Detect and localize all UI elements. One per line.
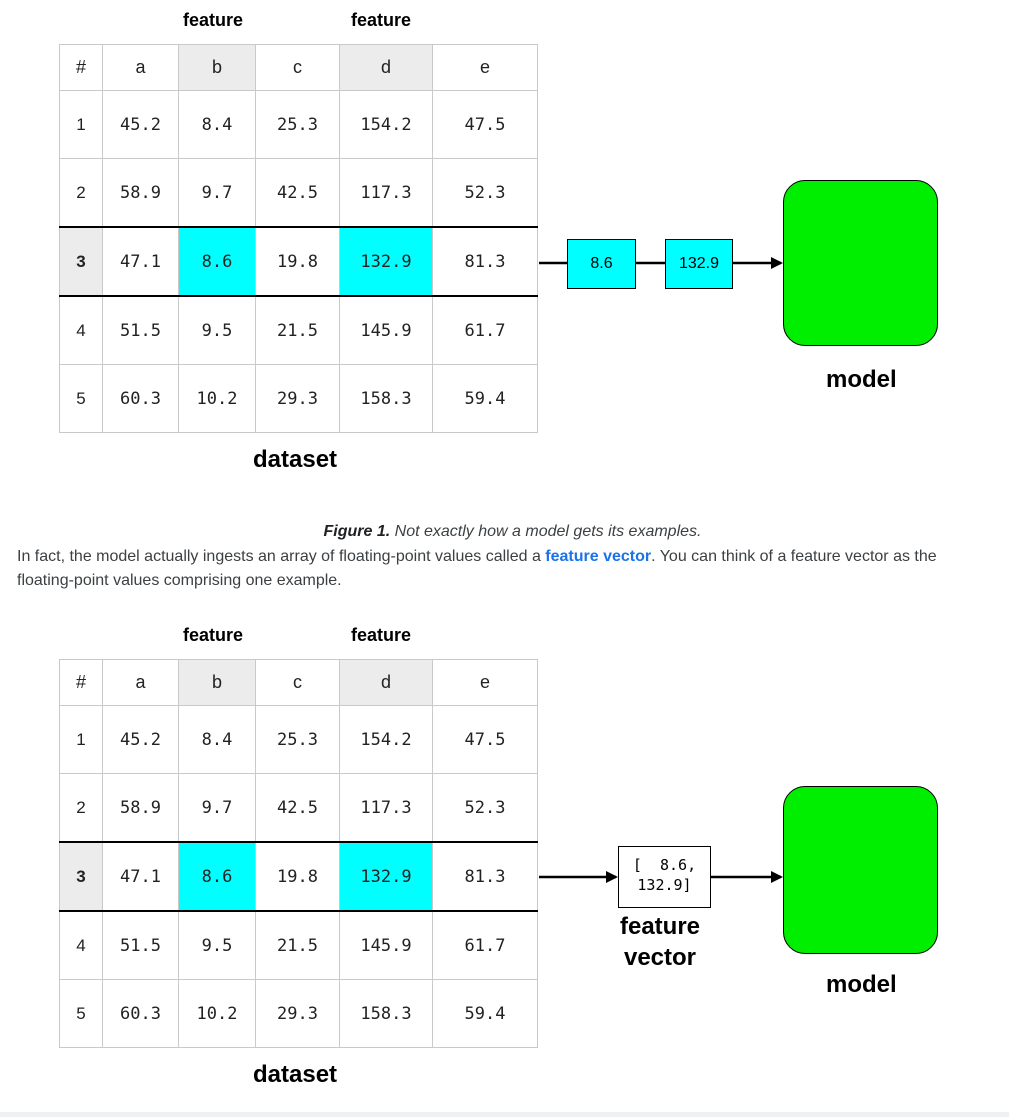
- cell: 158.3: [339, 979, 433, 1048]
- cell: 10.2: [178, 364, 256, 433]
- value-box-d: 132.9: [665, 239, 733, 289]
- diagram-model-input-values: feature feature # a b c d e 1 45.2 8.4 2…: [0, 0, 1009, 473]
- table-header-row: # a b c d e: [59, 659, 538, 706]
- row-index: 3: [59, 226, 103, 297]
- cell: 47.1: [102, 841, 179, 912]
- feature-vector-box: [ 8.6, 132.9]: [618, 846, 711, 908]
- header-b: b: [178, 659, 256, 706]
- cell: 29.3: [255, 364, 340, 433]
- cell: 59.4: [432, 364, 538, 433]
- cell: 47.1: [102, 226, 179, 297]
- cell: 19.8: [255, 226, 340, 297]
- table-row: 1 45.2 8.4 25.3 154.2 47.5: [59, 705, 538, 774]
- cell: 117.3: [339, 158, 433, 228]
- dataset-label: dataset: [253, 446, 338, 473]
- cell: 81.3: [432, 841, 538, 912]
- row-index: 4: [59, 910, 103, 980]
- figure-number: Figure 1.: [323, 523, 391, 540]
- cell: 21.5: [255, 910, 340, 980]
- cell: 52.3: [432, 158, 538, 228]
- dataset-table: # a b c d e 1 45.2 8.4 25.3 154.2 47.5 2…: [59, 659, 538, 1048]
- cell: 51.5: [102, 295, 179, 365]
- table-row: 4 51.5 9.5 21.5 145.9 61.7: [59, 910, 538, 980]
- cell: 9.5: [178, 910, 256, 980]
- model-label: model: [826, 366, 897, 393]
- model-label: model: [826, 971, 897, 998]
- highlighted-cell: 132.9: [339, 841, 433, 912]
- model-box: [783, 786, 938, 954]
- cell: 47.5: [432, 90, 538, 159]
- cell: 45.2: [102, 90, 179, 159]
- cell: 45.2: [102, 705, 179, 774]
- highlighted-cell: 132.9: [339, 226, 433, 297]
- value-box-b: 8.6: [567, 239, 636, 289]
- cell: 51.5: [102, 910, 179, 980]
- model-box: [783, 180, 938, 346]
- cell: 29.3: [255, 979, 340, 1048]
- cell: 47.5: [432, 705, 538, 774]
- cell: 81.3: [432, 226, 538, 297]
- header-a: a: [102, 659, 179, 706]
- header-index: #: [59, 44, 103, 91]
- cell: 154.2: [339, 90, 433, 159]
- cell: 21.5: [255, 295, 340, 365]
- row-index: 5: [59, 979, 103, 1048]
- row-index: 4: [59, 295, 103, 365]
- header-c: c: [255, 659, 340, 706]
- row-index: 3: [59, 841, 103, 912]
- cell: 19.8: [255, 841, 340, 912]
- cell: 158.3: [339, 364, 433, 433]
- figure-caption-text: Not exactly how a model gets its example…: [390, 523, 702, 540]
- header-a: a: [102, 44, 179, 91]
- selected-row: 3 47.1 8.6 19.8 132.9 81.3: [59, 226, 538, 297]
- selected-row: 3 47.1 8.6 19.8 132.9 81.3: [59, 841, 538, 912]
- table-header-row: # a b c d e: [59, 44, 538, 91]
- feature-label-b: feature: [183, 625, 244, 645]
- diagram-feature-vector: feature feature # a b c d e 1 45.2 8.4 2…: [0, 615, 1009, 1088]
- page-bottom-divider: [0, 1112, 1009, 1117]
- body-paragraph: In fact, the model actually ingests an a…: [17, 545, 997, 593]
- table-row: 5 60.3 10.2 29.3 158.3 59.4: [59, 364, 538, 433]
- header-c: c: [255, 44, 340, 91]
- connector-arrows: [539, 871, 783, 883]
- header-d: d: [339, 659, 433, 706]
- paragraph-text: . You can think of a feature vector as t…: [17, 548, 937, 589]
- dataset-table: # a b c d e 1 45.2 8.4 25.3 154.2 47.5 2…: [59, 44, 538, 433]
- table-row: 1 45.2 8.4 25.3 154.2 47.5: [59, 90, 538, 159]
- cell: 42.5: [255, 158, 340, 228]
- cell: 61.7: [432, 295, 538, 365]
- table-row: 5 60.3 10.2 29.3 158.3 59.4: [59, 979, 538, 1048]
- table-row: 2 58.9 9.7 42.5 117.3 52.3: [59, 773, 538, 843]
- cell: 117.3: [339, 773, 433, 843]
- cell: 25.3: [255, 90, 340, 159]
- highlighted-cell: 8.6: [178, 226, 256, 297]
- feature-label-d: feature: [351, 625, 412, 645]
- feature-vector-label: feature vector: [619, 913, 701, 971]
- cell: 25.3: [255, 705, 340, 774]
- header-index: #: [59, 659, 103, 706]
- table-row: 4 51.5 9.5 21.5 145.9 61.7: [59, 295, 538, 365]
- row-index: 1: [59, 705, 103, 774]
- cell: 60.3: [102, 979, 179, 1048]
- cell: 61.7: [432, 910, 538, 980]
- paragraph-text: In fact, the model actually ingests an a…: [17, 548, 546, 565]
- figure-caption: Figure 1. Not exactly how a model gets i…: [0, 523, 1009, 541]
- feature-label-d: feature: [351, 10, 412, 30]
- header-e: e: [432, 659, 538, 706]
- cell: 8.4: [178, 90, 256, 159]
- cell: 60.3: [102, 364, 179, 433]
- dataset-label: dataset: [253, 1061, 338, 1088]
- feature-label-b: feature: [183, 10, 244, 30]
- cell: 58.9: [102, 773, 179, 843]
- feature-vector-link[interactable]: feature vector: [545, 548, 652, 565]
- cell: 58.9: [102, 158, 179, 228]
- cell: 145.9: [339, 295, 433, 365]
- connector-arrows: [539, 257, 783, 269]
- cell: 59.4: [432, 979, 538, 1048]
- cell: 154.2: [339, 705, 433, 774]
